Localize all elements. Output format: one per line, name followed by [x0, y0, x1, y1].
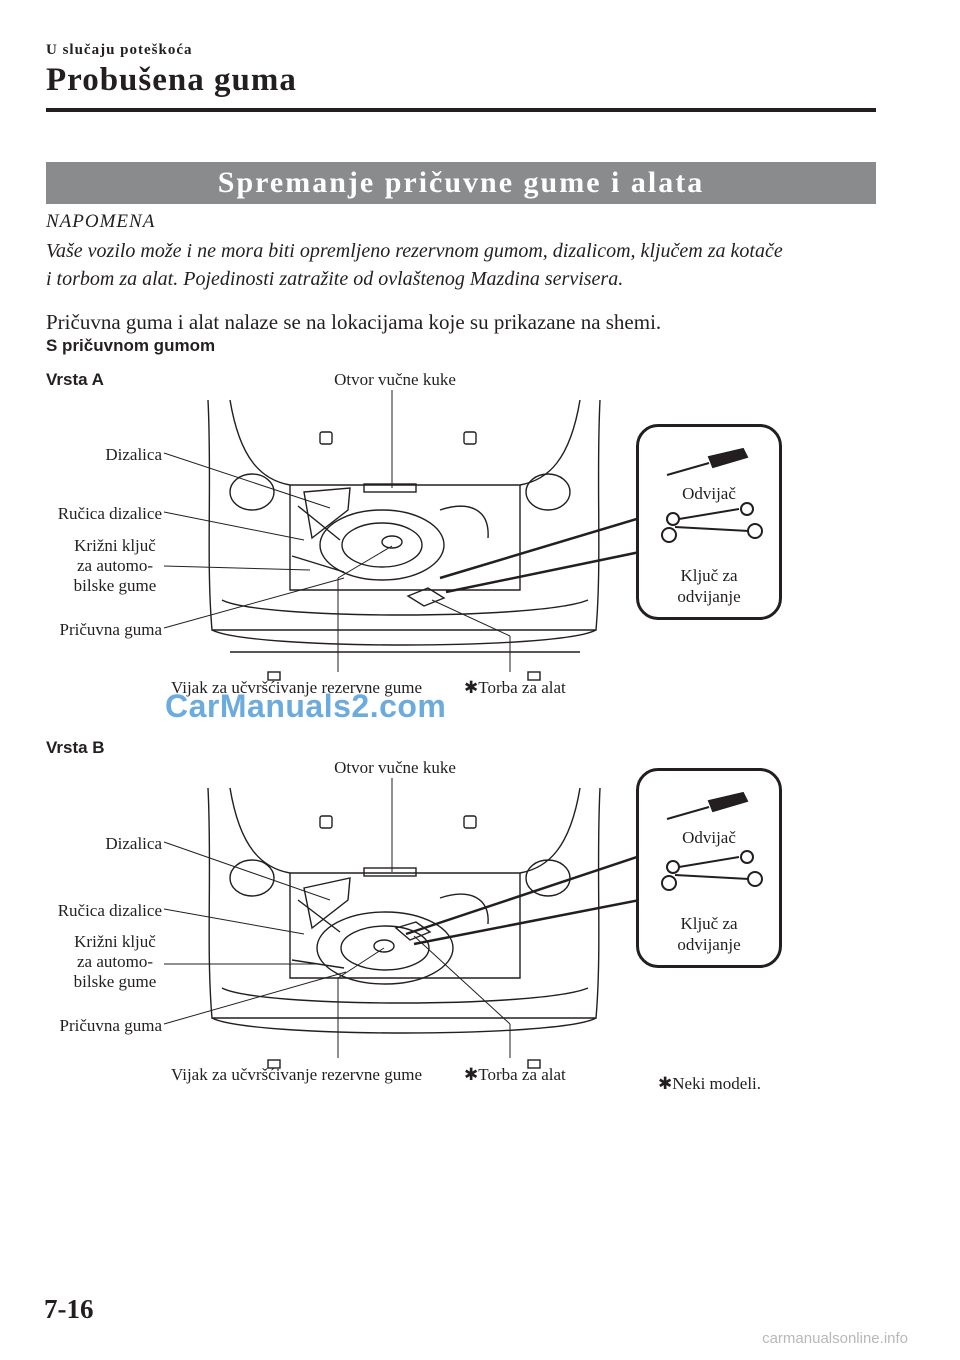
footnote-text: Neki modeli.	[672, 1074, 761, 1093]
label-screwdriver: Odvijač	[639, 484, 779, 504]
note-heading: NAPOMENA	[46, 211, 155, 233]
note-line-2: i torbom za alat. Pojedinosti zatražite …	[46, 268, 623, 291]
note-line-1: Vaše vozilo može i ne mora biti opremlje…	[46, 240, 783, 263]
asterisk-icon: ✱	[658, 1074, 672, 1093]
diagram-variant-a: Vrsta A Otvor vučne kuke Dizalica Ručica…	[0, 360, 960, 710]
intro-text: Pričuvna guma i alat nalaze se na lokaci…	[46, 310, 661, 335]
label-spanner-line-2: odvijanje	[639, 934, 779, 955]
subheading: S pričuvnom gumom	[46, 336, 215, 356]
label-spanner-line-1: Ključ za	[639, 913, 779, 934]
label-spanner: Ključ za odvijanje	[639, 913, 779, 955]
section-title: U slučaju poteškoća	[46, 42, 193, 59]
section-banner: Spremanje pričuvne gume i alata	[46, 162, 876, 204]
label-spanner-line-1: Ključ za	[639, 565, 779, 586]
footer-site: carmanualsonline.info	[762, 1330, 908, 1347]
page-number: 7-16	[44, 1294, 94, 1325]
label-spanner: Ključ za odvijanje	[639, 565, 779, 607]
vehicle-illustration	[0, 728, 960, 1098]
diagram-variant-b: Vrsta B Otvor vučne kuke Dizalica Ručica…	[0, 728, 960, 1098]
watermark: CarManuals2.com	[165, 688, 446, 725]
tools-inset: Odvijač Ključ za odvijanje	[636, 768, 782, 968]
chapter-title: Probušena guma	[46, 62, 297, 99]
tools-inset: Odvijač Ključ za odvijanje	[636, 424, 782, 620]
header-rule	[46, 108, 876, 112]
label-spanner-line-2: odvijanje	[639, 586, 779, 607]
footnote: ✱Neki modeli.	[658, 1074, 761, 1094]
banner-title: Spremanje pričuvne gume i alata	[46, 162, 876, 204]
label-screwdriver: Odvijač	[639, 828, 779, 848]
vehicle-illustration	[0, 360, 960, 710]
